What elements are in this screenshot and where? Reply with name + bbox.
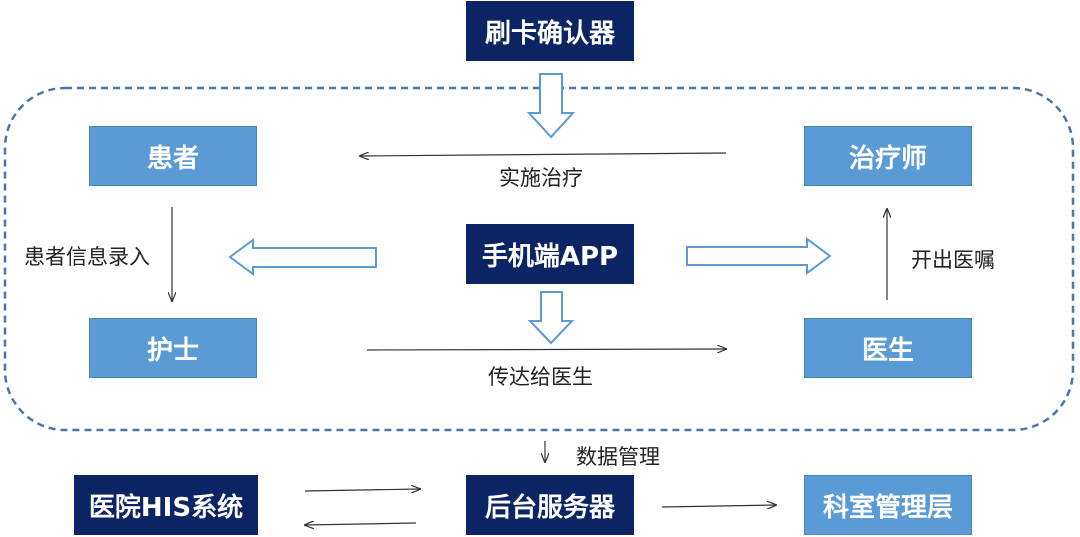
node-patient-label: 患者 [146,143,199,174]
edge-label-provide-treatment: 实施治疗 [499,166,583,190]
node-patient: 患者 [89,126,257,186]
edge-label-issue-orders: 开出医嘱 [911,248,995,272]
node-therapist: 治疗师 [804,126,972,186]
node-mobile-app-label: 手机端APP [481,241,619,272]
node-nurse-label: 护士 [146,335,199,366]
node-dept-management: 科室管理层 [804,475,972,535]
node-dept-management-label: 科室管理层 [822,492,953,523]
node-his-system: 医院HIS系统 [74,475,258,535]
node-card-confirmer-label: 刷卡确认器 [484,18,615,49]
edge-label-forward-to-doctor: 传达给医生 [488,365,593,389]
node-backend-server: 后台服务器 [466,475,634,535]
arrow-his-to-backend [304,489,420,491]
node-therapist-label: 治疗师 [848,143,927,174]
hollow-arrow-right-to-doctor-side [686,237,832,275]
node-backend-server-label: 后台服务器 [484,492,615,523]
node-card-confirmer: 刷卡确认器 [466,1,634,61]
arrow-backend-to-his [305,523,417,525]
hollow-arrow-down-from-card-confirmer [526,73,576,139]
arrow-therapist-to-patient [360,153,727,156]
arrow-backend-to-dept-management [661,505,776,507]
node-mobile-app: 手机端APP [466,224,634,284]
node-doctor: 医生 [804,318,972,378]
hollow-arrow-left-to-patient-side [228,238,377,276]
node-doctor-label: 医生 [861,335,914,366]
hollow-arrow-down-from-app [527,291,575,345]
edge-label-data-management: 数据管理 [576,445,660,469]
node-nurse: 护士 [89,318,257,378]
arrow-nurse-to-doctor [366,349,726,350]
node-his-system-label: 医院HIS系统 [88,492,244,523]
edge-label-patient-info-entry: 患者信息录入 [24,245,150,269]
